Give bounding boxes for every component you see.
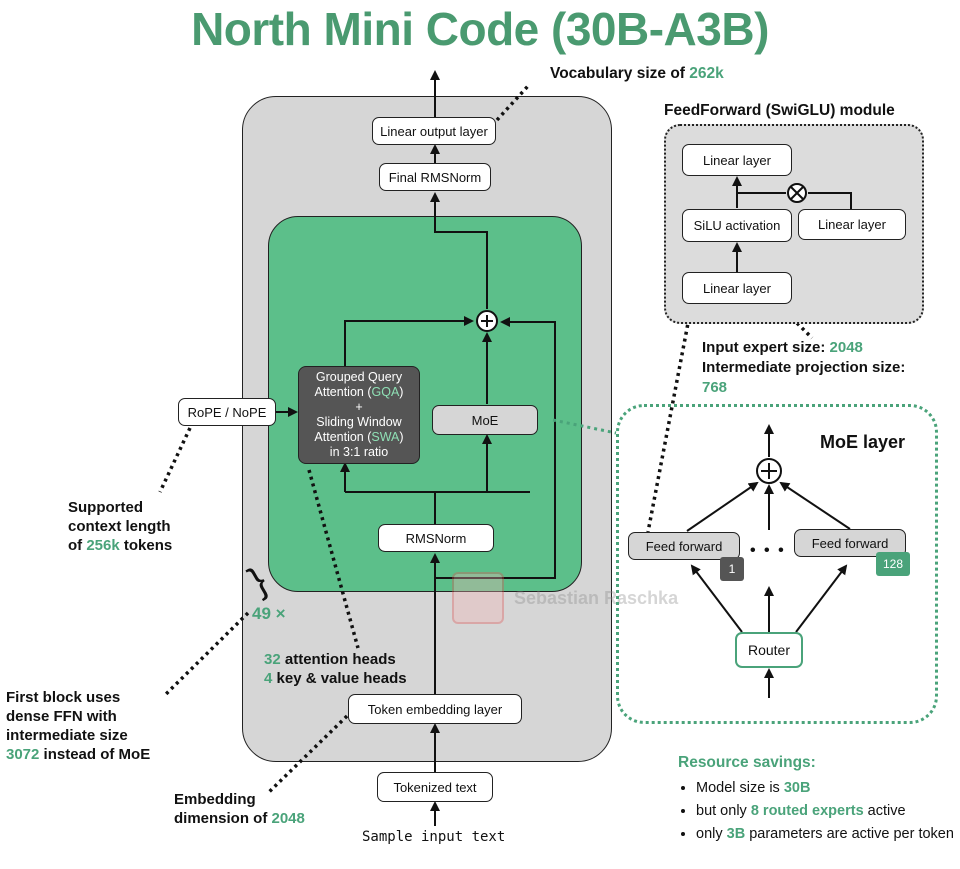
- gqa-label: GQA: [371, 385, 400, 399]
- expert-badge-1: 1: [720, 557, 744, 581]
- expert-badge-128: 128: [876, 552, 910, 576]
- vocab-annotation: Vocabulary size of 262k: [550, 65, 724, 82]
- ffn-linear-right: Linear layer: [798, 209, 906, 240]
- attention-block: Grouped Query Attention (GQA) + Sliding …: [298, 366, 420, 464]
- swa-label: SWA: [371, 430, 400, 444]
- expert-size-annotation: Input expert size: 2048 Intermediate pro…: [702, 339, 906, 396]
- resource-item-model-size: Model size is 30B: [696, 778, 960, 798]
- router: Router: [735, 632, 803, 668]
- watermark-logo-icon: [452, 572, 504, 624]
- resource-heading: Resource savings:: [678, 754, 816, 771]
- token-embedding-layer: Token embedding layer: [348, 694, 522, 724]
- sample-input-text: Sample input text: [362, 829, 506, 845]
- ffn-title: FeedForward (SwiGLU) module: [664, 102, 895, 119]
- ffn-silu-activation: SiLU activation: [682, 209, 792, 242]
- heads-annotation: 32 attention heads 4 key & value heads: [264, 651, 407, 687]
- moe-layer-panel: [616, 404, 938, 724]
- page-title: North Mini Code (30B-A3B): [191, 3, 769, 55]
- attn-line4: Attention (SWA): [314, 430, 404, 444]
- moe-layer-title: MoE layer: [820, 432, 906, 452]
- resource-list: Model size is 30B but only 8 routed expe…: [678, 778, 960, 847]
- moe-block: MoE: [432, 405, 538, 435]
- repeat-count: 49 ×: [252, 604, 286, 623]
- moe-feed-forward-1: Feed forward: [628, 532, 740, 560]
- context-annotation: Supported context length of 256k tokens: [68, 499, 173, 554]
- ffn-linear-top: Linear layer: [682, 144, 792, 176]
- moe-feed-forward-128: Feed forward: [794, 529, 906, 557]
- attn-line2: Attention (GQA): [314, 385, 404, 399]
- ffn-linear-bottom: Linear layer: [682, 272, 792, 304]
- final-rmsnorm: Final RMSNorm: [379, 163, 491, 191]
- attn-line1: Grouped Query: [315, 370, 403, 384]
- expert-ellipsis: • • •: [750, 542, 786, 559]
- attn-line5: in 3:1 ratio: [329, 445, 389, 459]
- embedding-annotation: Embedding dimension of 2048: [174, 791, 305, 827]
- rmsnorm: RMSNorm: [378, 524, 494, 552]
- watermark: Sebastian Raschka: [452, 572, 678, 624]
- resource-item-routed-experts: but only 8 routed experts active: [696, 801, 960, 821]
- attn-line3: Sliding Window: [316, 415, 402, 429]
- attn-plus: +: [355, 400, 363, 414]
- linear-output-layer: Linear output layer: [372, 117, 496, 145]
- tokenized-text: Tokenized text: [377, 772, 493, 802]
- rope-nope: RoPE / NoPE: [178, 398, 276, 426]
- resource-item-active-params: only 3B parameters are active per token: [696, 824, 960, 844]
- dense-ffn-annotation: First block uses dense FFN with intermed…: [6, 689, 151, 763]
